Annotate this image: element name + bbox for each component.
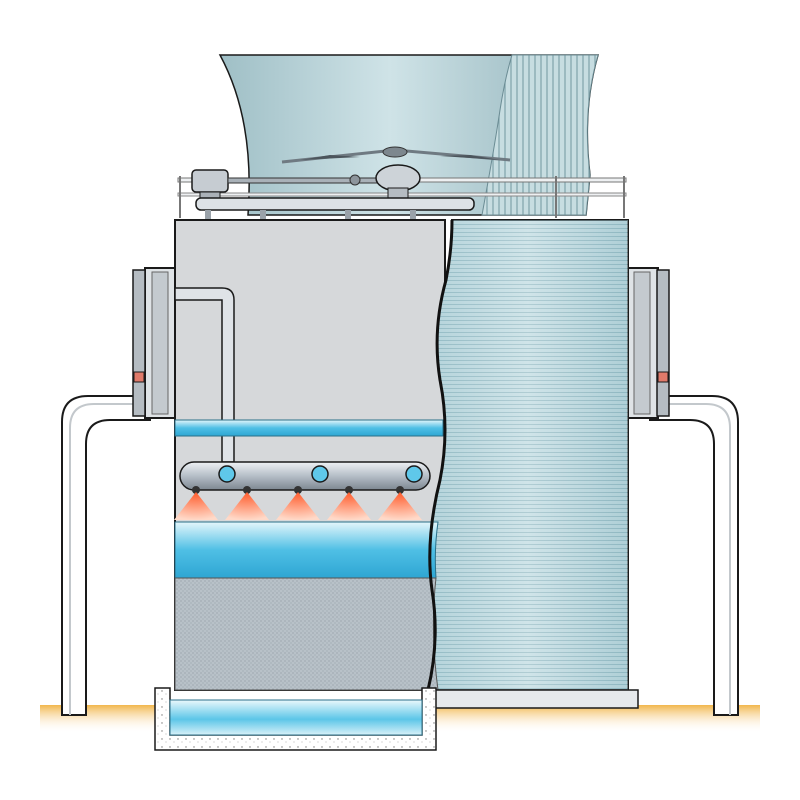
fan-drive — [191, 164, 421, 203]
fan-stack — [218, 54, 599, 216]
header-port — [218, 465, 236, 483]
spray-nozzle — [276, 486, 320, 520]
left-duct — [61, 395, 151, 716]
header-port — [405, 465, 423, 483]
coil-panel — [426, 219, 629, 691]
spray-nozzle — [327, 486, 371, 520]
header-port — [311, 465, 329, 483]
fan-blades — [281, 146, 511, 164]
coil-water-band — [174, 521, 439, 579]
spray-nozzle — [225, 486, 269, 520]
spray-nozzle — [378, 486, 422, 520]
left-coil-header — [132, 267, 176, 419]
casing-base — [427, 689, 639, 709]
right-coil-header — [627, 267, 670, 419]
cutaway-edge — [426, 219, 454, 691]
right-duct — [649, 395, 739, 716]
spray-nozzles — [174, 486, 422, 520]
spray-header — [179, 461, 431, 491]
water-basin — [154, 687, 437, 751]
spray-nozzle — [174, 486, 218, 520]
gearbox-icon — [375, 164, 421, 192]
fill-media — [174, 577, 439, 691]
deck-beam — [195, 197, 475, 220]
drift-eliminator — [174, 419, 444, 437]
motor-icon — [191, 169, 229, 193]
riser-pipe — [174, 287, 235, 463]
